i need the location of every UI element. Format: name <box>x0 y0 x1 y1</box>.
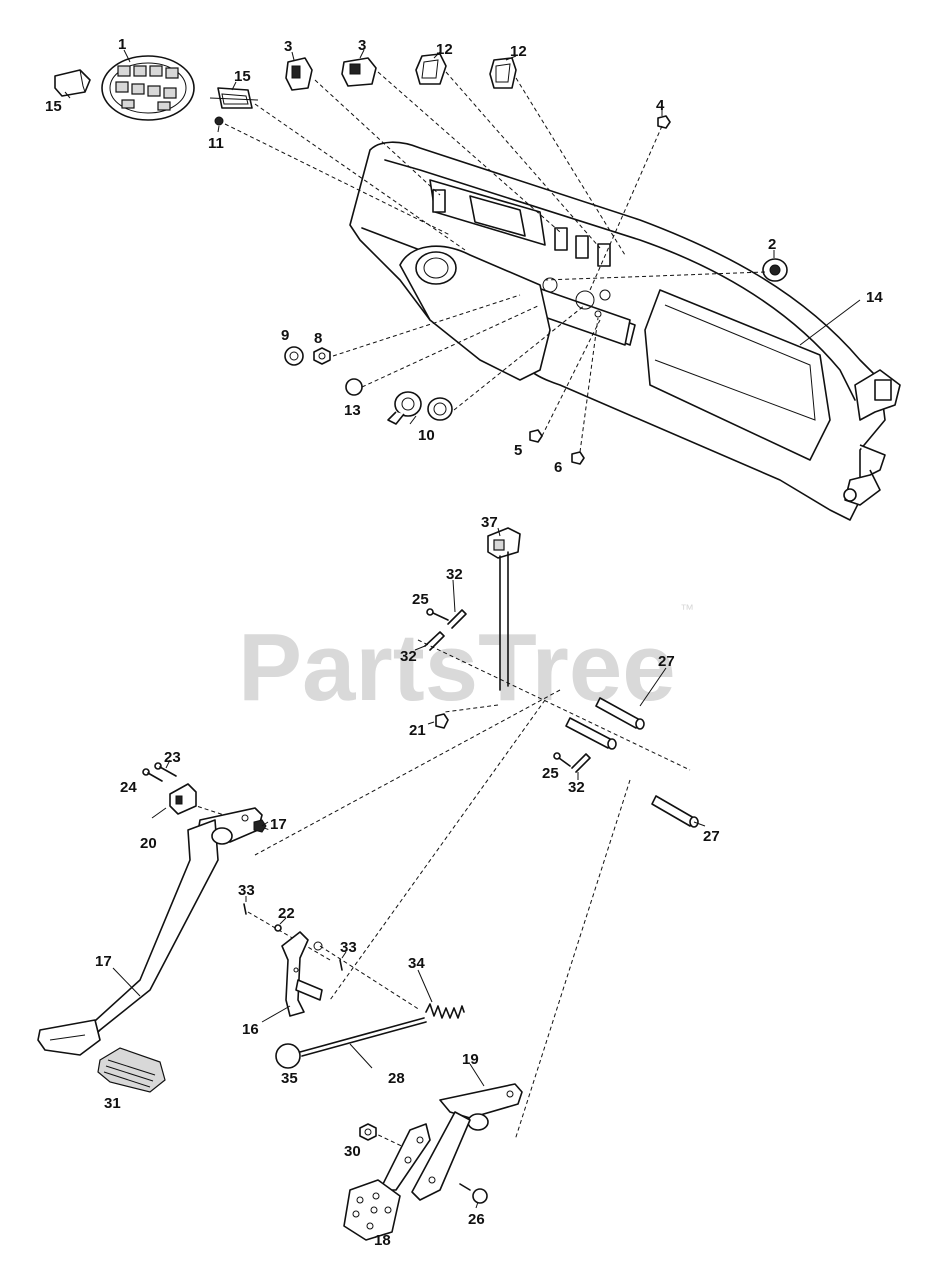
park-brake-lever-16[interactable] <box>281 931 323 1017</box>
callout-32-upper: 32 <box>446 566 463 583</box>
bolt-25-lower[interactable] <box>553 752 571 767</box>
watermark: PartsTree ™ <box>238 601 694 721</box>
callout-15-left: 15 <box>45 98 62 115</box>
pin-27-upper[interactable] <box>595 697 645 730</box>
accelerator-pedal-18[interactable] <box>343 1123 431 1241</box>
callout-30: 30 <box>344 1143 361 1160</box>
callout-leaders <box>64 49 861 425</box>
plug-4[interactable] <box>657 115 671 129</box>
callout-16: 16 <box>242 1021 259 1038</box>
plug-13[interactable] <box>345 378 363 396</box>
callout-26: 26 <box>468 1211 485 1228</box>
rocker-switch-3-right[interactable] <box>341 57 377 87</box>
accelerator-lever-19[interactable] <box>411 1083 523 1201</box>
pedal-pad-31[interactable] <box>97 1047 166 1093</box>
callout-labels: 1 15 15 11 3 3 12 12 4 2 14 9 8 13 10 5 … <box>45 36 883 1249</box>
plug-6[interactable] <box>571 451 585 465</box>
watermark-trademark: ™ <box>680 601 694 617</box>
rocker-switch-3-left[interactable] <box>285 57 313 91</box>
spring-34[interactable] <box>425 1003 465 1019</box>
callout-10: 10 <box>418 427 435 444</box>
pin-33-right[interactable] <box>339 959 343 971</box>
pedal-callout-leaders <box>112 527 706 1209</box>
dashboard-panel[interactable] <box>349 141 901 521</box>
bolt-26[interactable] <box>459 1183 488 1204</box>
switch-cover-15-left[interactable] <box>54 69 91 97</box>
ignition-switch-10[interactable] <box>387 391 453 425</box>
brake-pedal-17[interactable] <box>37 807 263 1056</box>
bolt-25-upper[interactable] <box>426 608 449 621</box>
nut-8[interactable] <box>313 347 331 365</box>
callout-4: 4 <box>656 97 665 114</box>
callout-9: 9 <box>281 327 289 344</box>
callout-3-left: 3 <box>284 38 292 55</box>
rod-28[interactable] <box>299 1017 427 1057</box>
clip-32-right[interactable] <box>571 753 591 773</box>
nut-11[interactable] <box>214 116 224 126</box>
callout-2: 2 <box>768 236 776 253</box>
callout-5: 5 <box>514 442 522 459</box>
plug-5[interactable] <box>529 429 543 443</box>
clip-32-lower[interactable] <box>424 631 445 651</box>
callout-37: 37 <box>481 514 498 531</box>
callout-35: 35 <box>281 1070 298 1087</box>
callout-19: 19 <box>462 1051 479 1068</box>
callout-8: 8 <box>314 330 322 347</box>
callout-28: 28 <box>388 1070 405 1087</box>
callout-33-left: 33 <box>238 882 255 899</box>
callout-13: 13 <box>344 402 361 419</box>
callout-17-nut: 17 <box>270 816 287 833</box>
callout-24: 24 <box>120 779 137 796</box>
nut-17[interactable] <box>253 819 267 833</box>
callout-14: 14 <box>866 289 883 306</box>
callout-11: 11 <box>208 135 224 152</box>
knob-35[interactable] <box>275 1043 301 1069</box>
grommet-2[interactable] <box>762 258 788 282</box>
callout-15-right: 15 <box>234 68 251 85</box>
callout-20: 20 <box>140 835 157 852</box>
pin-27-lower[interactable] <box>651 795 699 828</box>
switch-plug-12-right[interactable] <box>489 57 517 89</box>
bracket-20[interactable] <box>169 783 197 815</box>
callout-27-lower: 27 <box>703 828 720 845</box>
callout-31: 31 <box>104 1095 121 1112</box>
bolt-23[interactable] <box>154 762 177 777</box>
callout-3-right: 3 <box>358 37 366 54</box>
clip-32-upper[interactable] <box>447 609 467 629</box>
bolt-24[interactable] <box>142 768 163 782</box>
callout-34: 34 <box>408 955 425 972</box>
instrument-cluster[interactable] <box>101 55 195 121</box>
callout-27-upper: 27 <box>658 653 675 670</box>
pin-33-left[interactable] <box>243 903 247 915</box>
brake-switch-37[interactable] <box>487 527 521 691</box>
callout-25-upper: 25 <box>412 591 429 608</box>
pin-27-middle[interactable] <box>565 717 617 750</box>
callout-32-right: 32 <box>568 779 585 796</box>
callout-22: 22 <box>278 905 295 922</box>
callout-1: 1 <box>118 36 126 53</box>
callout-32-lower: 32 <box>400 648 417 665</box>
callout-12-right: 12 <box>510 43 527 60</box>
plug-21[interactable] <box>435 713 449 729</box>
callout-12-left: 12 <box>436 41 453 58</box>
switch-bezel-15-right[interactable] <box>209 87 259 109</box>
callout-33-right: 33 <box>340 939 357 956</box>
washer-22[interactable] <box>274 924 282 932</box>
callout-25-lower: 25 <box>542 765 559 782</box>
bushing-9[interactable] <box>284 346 304 366</box>
nut-30[interactable] <box>359 1123 377 1141</box>
callout-21: 21 <box>409 722 426 739</box>
callout-18: 18 <box>374 1232 391 1249</box>
callout-23: 23 <box>164 749 181 766</box>
switch-slot-left <box>432 189 446 213</box>
dashboard-leaders <box>224 71 766 453</box>
callout-6: 6 <box>554 459 562 476</box>
callout-17-pedal: 17 <box>95 953 112 970</box>
switch-plug-12-left[interactable] <box>415 53 447 85</box>
